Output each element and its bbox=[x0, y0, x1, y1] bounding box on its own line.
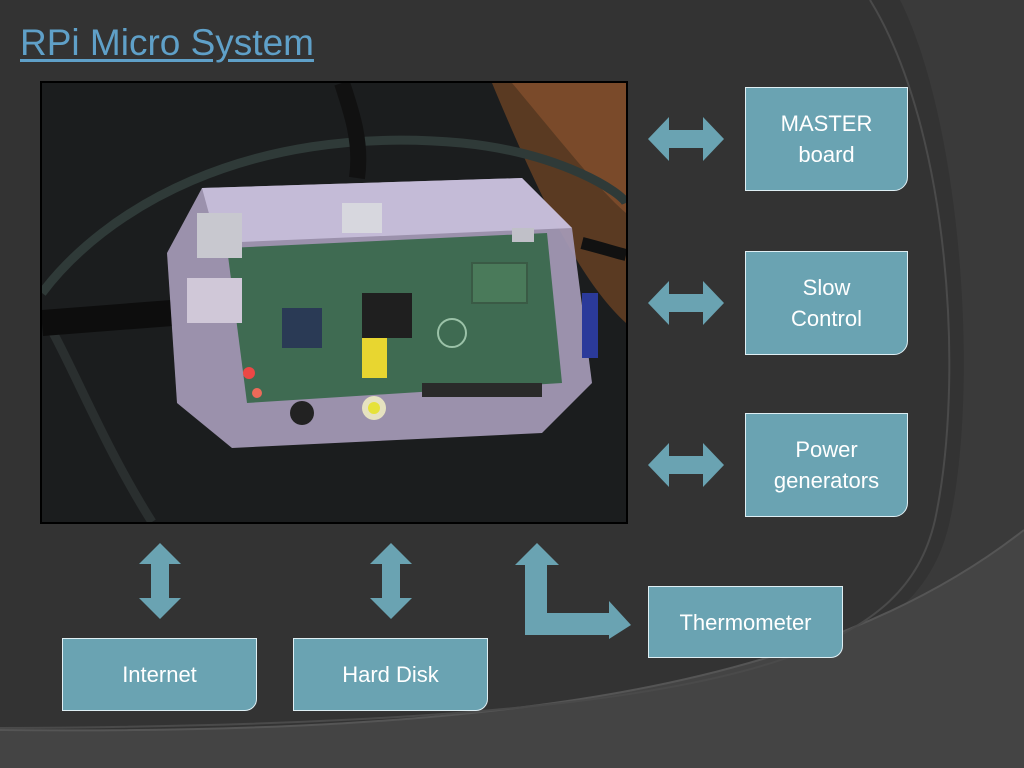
left-right-arrow-icon bbox=[648, 117, 724, 161]
internet-box: Internet bbox=[62, 638, 257, 711]
hard-disk-label: Hard Disk bbox=[342, 662, 439, 687]
up-down-arrow-icon bbox=[370, 543, 412, 619]
power-generators-label: Power generators bbox=[773, 437, 880, 493]
slow-control-label: Slow Control bbox=[791, 275, 862, 331]
thermometer-label: Thermometer bbox=[679, 609, 812, 635]
hard-disk-box: Hard Disk bbox=[293, 638, 488, 711]
slow-control-box: Slow Control bbox=[745, 251, 908, 355]
left-right-arrow-icon bbox=[648, 443, 724, 487]
raspberry-pi-photo bbox=[40, 81, 628, 524]
power-generators-box: Power generators bbox=[745, 413, 908, 517]
page-title: RPi Micro System bbox=[20, 22, 314, 63]
master-board-label: MASTER board bbox=[780, 111, 873, 167]
bent-up-right-arrow-icon bbox=[515, 543, 631, 639]
master-board-box: MASTER board bbox=[745, 87, 908, 191]
thermometer-box: Thermometer bbox=[648, 586, 843, 658]
up-down-arrow-icon bbox=[139, 543, 181, 619]
left-right-arrow-icon bbox=[648, 281, 724, 325]
internet-label: Internet bbox=[122, 662, 197, 687]
